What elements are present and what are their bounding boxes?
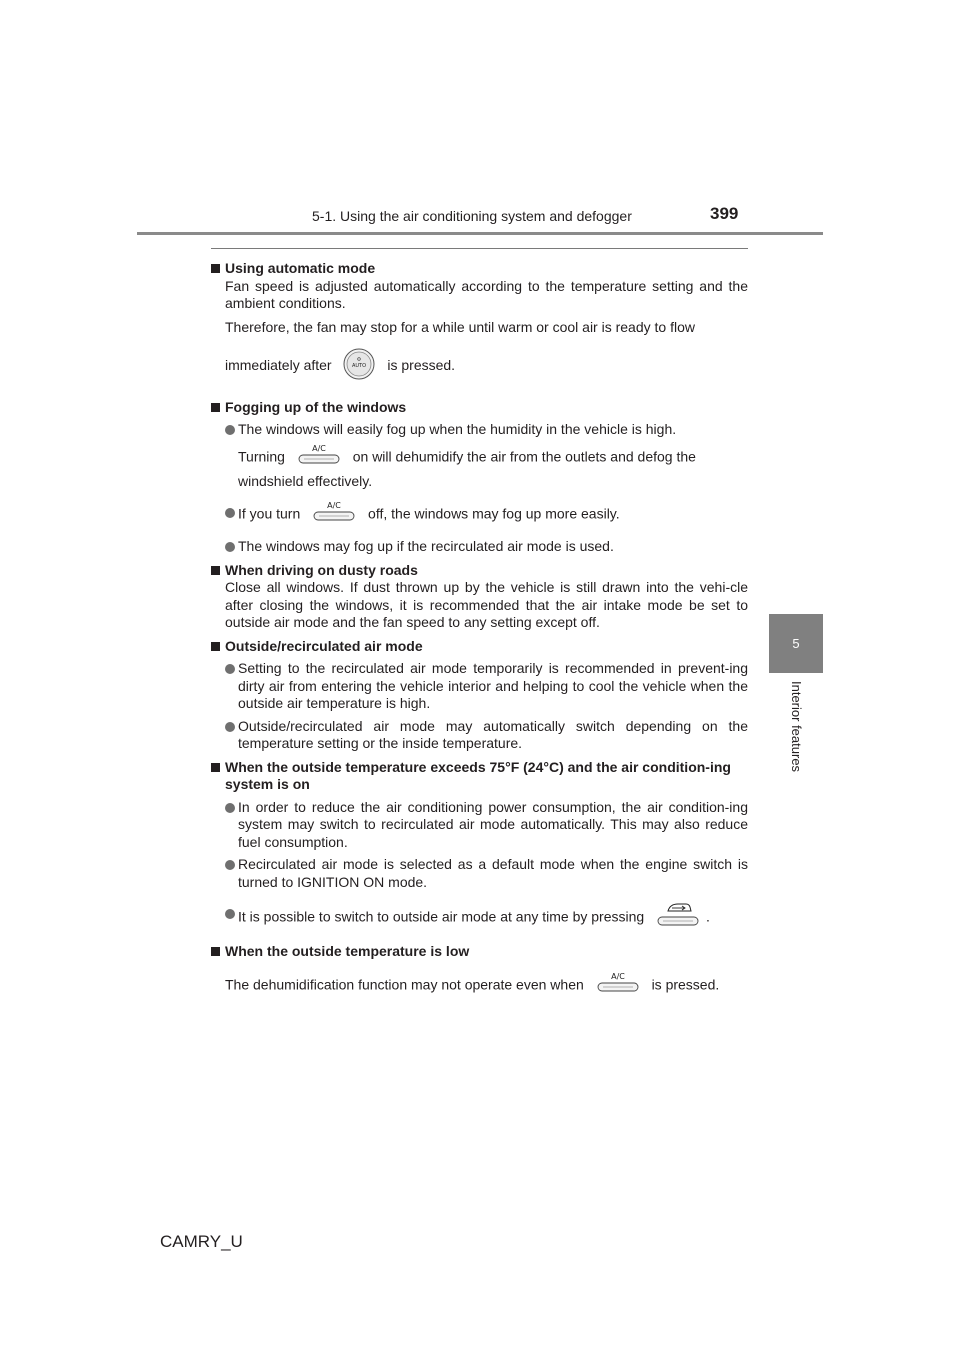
chapter-tab: 5	[769, 614, 823, 673]
bullet-dot-icon	[225, 860, 235, 870]
bullet-item: The windows will easily fog up when the …	[211, 421, 748, 490]
page-content: Using automatic mode Fan speed is adjust…	[211, 260, 748, 1007]
paragraph: immediately after AUTO is pressed.	[211, 348, 748, 385]
bullet-item: In order to reduce the air conditioning …	[211, 799, 748, 852]
section-outside-temp-high: When the outside temperature exceeds 75°…	[211, 759, 748, 936]
svg-text:AUTO: AUTO	[352, 363, 366, 369]
ac-button-icon: A/C	[596, 971, 640, 1001]
content-rule	[211, 248, 748, 249]
chapter-label: Interior features	[789, 681, 804, 773]
chapter-label-container: Interior features	[775, 681, 815, 801]
square-bullet-icon	[211, 264, 220, 273]
section-heading: When driving on dusty roads	[211, 562, 748, 580]
section-outside-recirculated: Outside/recirculated air mode Setting to…	[211, 638, 748, 753]
section-heading: When the outside temperature is low	[211, 943, 748, 961]
bullet-dot-icon	[225, 425, 235, 435]
footer-doc-code: CAMRY_U	[160, 1232, 243, 1251]
bullet-item: If you turn A/C off, the windows may fog…	[211, 500, 748, 530]
bullet-dot-icon	[225, 721, 235, 732]
bullet-item: The windows may fog up if the recirculat…	[211, 538, 748, 556]
bullet-dot-icon	[225, 909, 235, 919]
svg-text:A/C: A/C	[327, 501, 341, 510]
bullet-item: It is possible to switch to outside air …	[211, 901, 748, 935]
bullet-dot-icon	[225, 542, 235, 552]
square-bullet-icon	[211, 641, 220, 651]
paragraph: The dehumidification function may not op…	[211, 971, 748, 1001]
section-outside-temp-low: When the outside temperature is low The …	[211, 943, 748, 1001]
ac-button-icon: A/C	[312, 500, 356, 530]
square-bullet-icon	[211, 402, 220, 412]
auto-button-icon: AUTO	[343, 348, 375, 385]
section-heading: Using automatic mode	[211, 260, 748, 278]
section-automatic-mode: Using automatic mode Fan speed is adjust…	[211, 260, 748, 385]
svg-text:A/C: A/C	[312, 444, 326, 453]
paragraph: Fan speed is adjusted automatically acco…	[225, 277, 748, 312]
bullet-dot-icon	[225, 508, 235, 518]
paragraph: Therefore, the fan may stop for a while …	[225, 318, 695, 335]
square-bullet-icon	[211, 762, 220, 772]
bullet-item: Outside/recirculated air mode may automa…	[211, 718, 748, 753]
section-dusty-roads: When driving on dusty roads Close all wi…	[211, 562, 748, 632]
header-rule	[137, 232, 823, 235]
paragraph: Close all windows. If dust thrown up by …	[225, 579, 748, 630]
page-number: 399	[710, 204, 739, 223]
section-heading: Outside/recirculated air mode	[211, 638, 748, 656]
bullet-dot-icon	[225, 664, 235, 674]
section-heading: Fogging up of the windows	[211, 399, 748, 417]
square-bullet-icon	[211, 947, 220, 956]
section-fogging: Fogging up of the windows The windows wi…	[211, 399, 748, 556]
svg-text:A/C: A/C	[611, 972, 625, 981]
bullet-item: Recirculated air mode is selected as a d…	[211, 856, 748, 891]
ac-button-icon: A/C	[297, 443, 341, 473]
square-bullet-icon	[211, 565, 220, 575]
chapter-number: 5	[792, 636, 800, 651]
outside-air-mode-button-icon	[656, 901, 700, 935]
bullet-dot-icon	[225, 802, 235, 813]
bullet-item: Setting to the recirculated air mode tem…	[211, 660, 748, 713]
section-heading: When the outside temperature exceeds 75°…	[211, 759, 748, 794]
section-header-title: 5-1. Using the air conditioning system a…	[312, 208, 632, 224]
